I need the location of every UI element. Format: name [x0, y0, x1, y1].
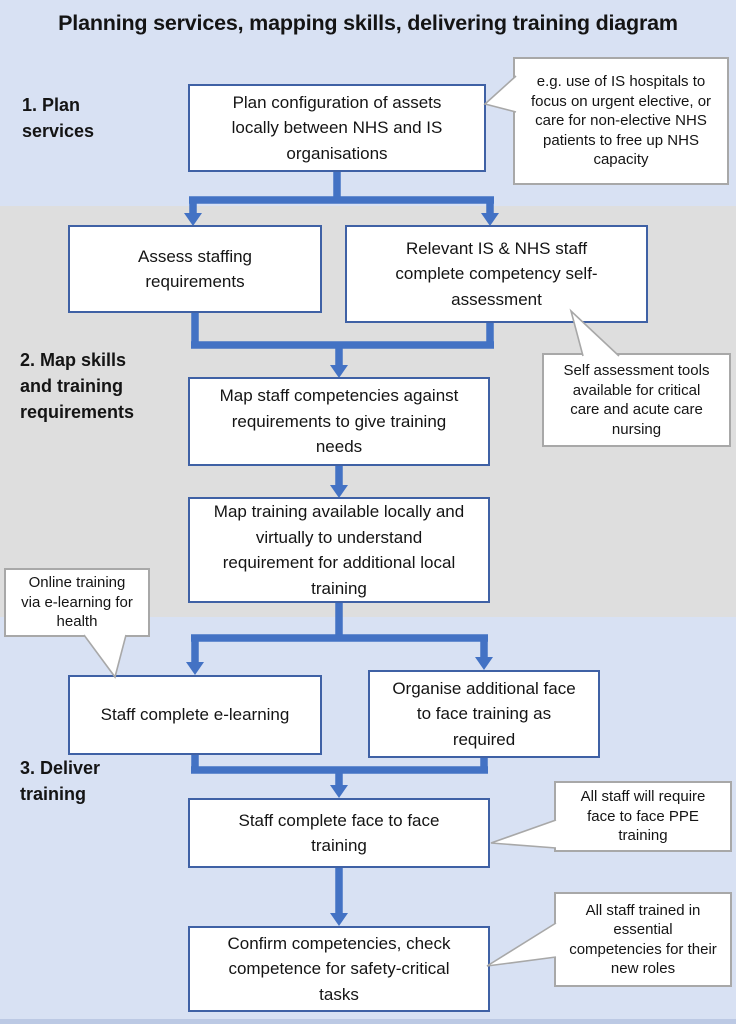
- process-box-staff-complete-face-to-face: Staff complete face to face training: [188, 798, 490, 868]
- process-box-relevant-staff-self-assessment: Relevant IS & NHS staff complete compete…: [345, 225, 648, 323]
- diagram-title: Planning services, mapping skills, deliv…: [58, 11, 678, 35]
- process-box-text: Map training available locally and virtu…: [213, 502, 465, 598]
- process-box-text: Plan configuration of assets locally bet…: [231, 92, 443, 163]
- process-box-map-staff-competencies: Map staff competencies against requireme…: [188, 377, 490, 466]
- callout-essential-competencies: All staff trained in essential competenc…: [554, 892, 732, 987]
- callout-text: All staff trained in essential competenc…: [569, 901, 717, 978]
- phase-label-deliver-training: 3. Deliver training: [20, 758, 101, 805]
- callout-ppe-training: All staff will require face to face PPE …: [554, 781, 732, 852]
- process-box-assess-staffing: Assess staffing requirements: [68, 225, 322, 313]
- phase-label-map-skills: 2. Map skills and training requirements: [20, 350, 135, 423]
- callout-self-assessment-tools: Self assessment tools available for crit…: [542, 353, 731, 447]
- process-box-text: Relevant IS & NHS staff complete compete…: [395, 238, 598, 309]
- process-box-text: Organise additional face to face trainin…: [392, 678, 576, 749]
- process-box-staff-complete-elearning: Staff complete e-learning: [68, 675, 322, 755]
- process-box-text: Staff complete e-learning: [100, 705, 290, 725]
- process-box-plan-configuration: Plan configuration of assets locally bet…: [188, 84, 486, 172]
- callout-is-hospitals-example: e.g. use of IS hospitals to focus on urg…: [513, 57, 729, 185]
- callout-online-training: Online training via e-learning for healt…: [4, 568, 150, 637]
- process-box-confirm-competencies: Confirm competencies, check competence f…: [188, 926, 490, 1012]
- bottom-edge-strip: [0, 1019, 736, 1024]
- callout-text: All staff will require face to face PPE …: [580, 788, 706, 845]
- process-box-text: Confirm competencies, check competence f…: [227, 933, 451, 1004]
- phase-label-plan-services: 1. Plan services: [22, 95, 95, 142]
- callout-text: Online training via e-learning for healt…: [21, 574, 133, 631]
- process-box-organise-face-to-face: Organise additional face to face trainin…: [368, 670, 600, 758]
- process-box-text: Map staff competencies against requireme…: [219, 386, 459, 457]
- process-box-text: Staff complete face to face training: [238, 810, 440, 856]
- callout-text: e.g. use of IS hospitals to focus on urg…: [530, 73, 712, 169]
- process-box-map-training-available: Map training available locally and virtu…: [188, 497, 490, 603]
- process-box-text: Assess staffing requirements: [137, 246, 253, 292]
- callout-text: Self assessment tools available for crit…: [563, 362, 710, 438]
